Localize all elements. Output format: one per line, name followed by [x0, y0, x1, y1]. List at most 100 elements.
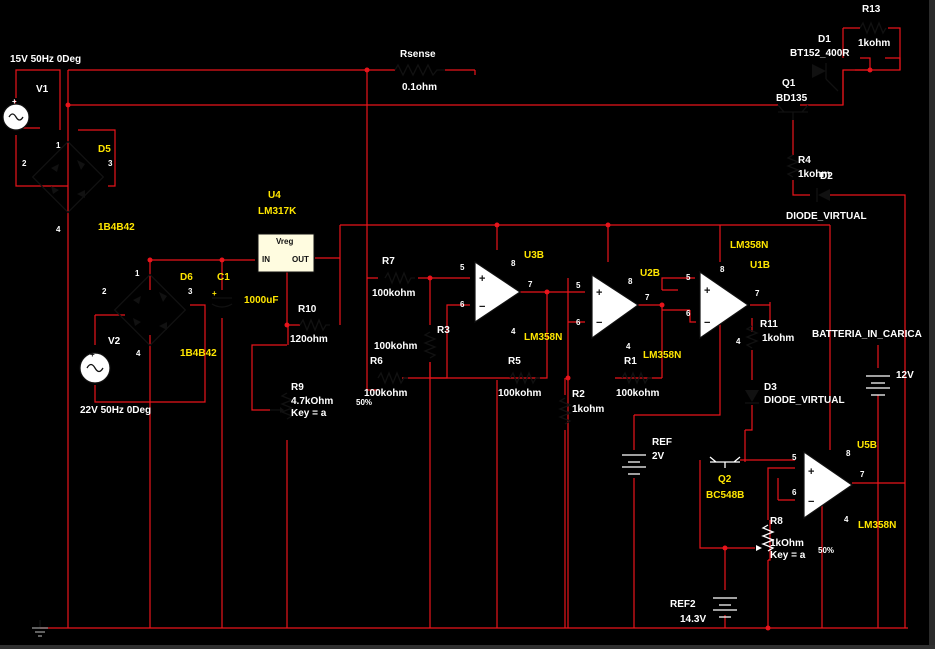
ground-symbol[interactable] — [32, 620, 48, 637]
rsense-ref: Rsense — [400, 49, 436, 60]
svg-text:+: + — [704, 285, 710, 297]
r8-ref: R8 — [770, 516, 783, 527]
resistor-r5[interactable] — [509, 371, 540, 385]
r10-value: 120ohm — [290, 334, 328, 345]
svg-text:+: + — [596, 287, 602, 299]
svg-text:6: 6 — [792, 488, 797, 497]
svg-text:4: 4 — [136, 349, 141, 358]
q2-ref: Q2 — [718, 474, 732, 485]
svg-text:5: 5 — [576, 281, 581, 290]
svg-text:−: − — [704, 317, 710, 329]
q2-value: BC548B — [706, 490, 744, 501]
c1-value: 1000uF — [244, 295, 278, 306]
r8-key: Key = a — [770, 550, 806, 561]
bridge-d6[interactable] — [113, 273, 187, 347]
r2-value: 1kohm — [572, 404, 604, 415]
d1-value: BT152_400R — [790, 48, 850, 59]
ref2-value: 14.3V — [680, 614, 706, 625]
r1-ref: R1 — [624, 356, 637, 367]
d2-value: DIODE_VIRTUAL — [786, 211, 867, 222]
r9-value: 4.7kOhm — [291, 396, 333, 407]
u2b-ref: U2B — [640, 268, 660, 279]
u4-inner-label: Vreg — [276, 237, 293, 246]
capacitor-c1[interactable]: + — [211, 289, 233, 308]
r10-ref: R10 — [298, 304, 317, 315]
q1-value: BD135 — [776, 93, 808, 104]
opamp-u3b[interactable]: + − — [474, 260, 522, 324]
battery-batteria-in-carica[interactable] — [866, 375, 890, 396]
source-v2[interactable]: + — [79, 350, 111, 384]
svg-text:4: 4 — [844, 515, 849, 524]
v2-value: 22V 50Hz 0Deg — [80, 405, 151, 416]
resistor-r1[interactable] — [621, 371, 652, 385]
svg-text:4: 4 — [511, 327, 516, 336]
svg-text:8: 8 — [628, 277, 633, 286]
resistor-r11[interactable] — [745, 325, 759, 349]
svg-text:4: 4 — [56, 225, 61, 234]
u3b-ref: U3B — [524, 250, 544, 261]
svg-text:2: 2 — [22, 159, 27, 168]
u3b-value: LM358N — [524, 332, 562, 343]
r4-value: 1kohm — [798, 169, 830, 180]
svg-text:+: + — [212, 289, 217, 298]
svg-text:+: + — [808, 466, 814, 478]
resistor-r3[interactable] — [423, 331, 437, 359]
battery-ref[interactable] — [622, 454, 646, 475]
potentiometer-r8[interactable] — [756, 524, 775, 552]
regulator-u4[interactable]: Vreg IN OUT — [257, 233, 315, 273]
svg-text:6: 6 — [576, 318, 581, 327]
opamp-u2b[interactable]: + − — [591, 273, 640, 340]
q1-ref: Q1 — [782, 78, 796, 89]
u5b-value: LM358N — [858, 520, 896, 531]
resistor-r2[interactable] — [558, 397, 572, 425]
opamp-u5b[interactable]: + − — [803, 450, 854, 520]
v1-ref: V1 — [36, 84, 49, 95]
ref2-ref: REF2 — [670, 599, 696, 610]
r13-ref: R13 — [862, 4, 881, 15]
opamp-u1b[interactable]: + − — [699, 270, 750, 340]
horizontal-scrollbar[interactable] — [0, 645, 935, 649]
resistor-rsense[interactable] — [394, 63, 445, 77]
r1-value: 100kohm — [616, 388, 659, 399]
svg-text:−: − — [808, 496, 814, 508]
ref-value: 2V — [652, 451, 665, 462]
resistor-r4[interactable] — [786, 154, 800, 178]
resistor-r6[interactable] — [377, 371, 408, 385]
resistor-r10[interactable] — [299, 318, 330, 332]
u4-pin-in: IN — [262, 255, 270, 264]
r9-key: Key = a — [291, 408, 327, 419]
vertical-scrollbar[interactable] — [929, 0, 935, 649]
r4-ref: R4 — [798, 155, 811, 166]
transistor-q1[interactable] — [777, 104, 809, 120]
svg-text:+: + — [90, 350, 95, 359]
transistor-q2[interactable] — [709, 456, 741, 468]
d5-ref: D5 — [98, 144, 111, 155]
r9-ref: R9 — [291, 382, 304, 393]
c1-ref: C1 — [217, 272, 230, 283]
u4-ref: U4 — [268, 190, 281, 201]
diode-d3[interactable] — [745, 390, 759, 404]
resistor-r13[interactable] — [842, 21, 901, 70]
resistor-r7[interactable] — [384, 271, 415, 285]
svg-text:7: 7 — [645, 293, 650, 302]
r6-value: 100kohm — [364, 388, 407, 399]
scr-d1[interactable] — [812, 63, 839, 92]
diode-d2[interactable] — [816, 188, 830, 202]
battery-ref2[interactable] — [713, 597, 737, 618]
r7-value: 100kohm — [372, 288, 415, 299]
u4-value: LM317K — [258, 206, 297, 217]
r8-value: 1kOhm — [770, 538, 804, 549]
svg-text:8: 8 — [720, 265, 725, 274]
ref-ref: REF — [652, 437, 672, 448]
r9-percent: 50% — [356, 398, 372, 407]
potentiometer-r9[interactable] — [270, 392, 294, 420]
wires — [14, 57, 908, 629]
source-v1[interactable]: + — [2, 97, 30, 131]
r5-ref: R5 — [508, 356, 521, 367]
battery-value: 12V — [896, 370, 914, 381]
d5-value: 1B4B42 — [98, 222, 135, 233]
bridge-d5[interactable] — [31, 140, 105, 214]
r11-value: 1kohm — [762, 333, 794, 344]
r3-ref: R3 — [437, 325, 450, 336]
